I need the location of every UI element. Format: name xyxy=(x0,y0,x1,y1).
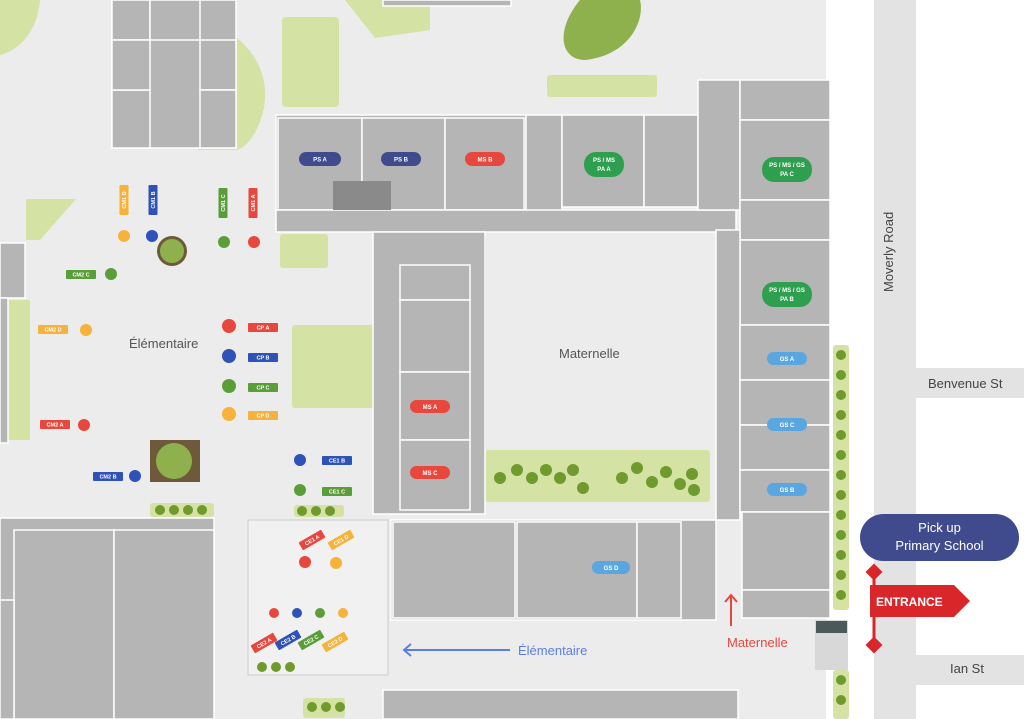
koala-icon xyxy=(292,608,302,618)
koala-icon xyxy=(315,608,325,618)
kangaroo-icon xyxy=(222,407,236,421)
tag-cm1-a: CM1 A xyxy=(251,195,257,212)
tag-cm1-d: CM1 D xyxy=(122,191,128,208)
bird-icon xyxy=(105,268,117,280)
tag-ce1-c: CE1 C xyxy=(329,490,345,496)
room-ms-a: MS A xyxy=(423,405,438,411)
benvenue-st-label: Benvenue St xyxy=(928,376,1003,391)
tag-cm1-b: CM1 B xyxy=(151,191,157,208)
koala-icon xyxy=(269,608,279,618)
animal-icons xyxy=(78,230,348,618)
bird-icon xyxy=(118,230,130,242)
maternelle-courtyard xyxy=(485,237,715,450)
ian-street xyxy=(916,655,1024,685)
maternelle-arrow xyxy=(724,593,738,626)
pickup-primary-school-badge: Pick up Primary School xyxy=(860,514,1019,561)
pickup-line2: Primary School xyxy=(895,538,984,553)
room-pa-c: PA C xyxy=(780,172,794,178)
tag-cp-c: CP C xyxy=(256,386,269,392)
room-pa-b: PA B xyxy=(780,297,794,303)
zone-maternelle: Maternelle xyxy=(559,346,620,361)
bird-icon xyxy=(146,230,158,242)
elementaire-arrow xyxy=(402,643,510,657)
maternelle-arrow-label: Maternelle xyxy=(727,635,788,650)
tag-cm2-a: CM2 A xyxy=(47,423,64,429)
playground xyxy=(247,519,389,676)
room-gs-b: GS B xyxy=(780,488,795,494)
tag-cm2-d: CM2 D xyxy=(44,328,61,334)
kangaroo-icon xyxy=(222,319,236,333)
tag-cp-d: CP D xyxy=(256,414,269,420)
zone-elementaire: Élémentaire xyxy=(129,336,198,351)
ian-st-label: Ian St xyxy=(950,661,984,676)
koala-icon xyxy=(294,484,306,496)
koala-icon xyxy=(338,608,348,618)
entrance-marker xyxy=(865,563,970,654)
tag-cm2-c: CM2 C xyxy=(72,273,89,279)
elementaire-arrow-label: Élémentaire xyxy=(518,643,587,658)
bird-icon xyxy=(80,324,92,336)
kangaroo-icon xyxy=(222,349,236,363)
koala-icon xyxy=(294,454,306,466)
pickup-line1: Pick up xyxy=(918,520,961,535)
room-gs-a: GS A xyxy=(780,357,795,363)
benvenue-street xyxy=(916,368,1024,398)
bushes xyxy=(155,350,846,712)
koala-icon xyxy=(330,557,342,569)
bird-icon xyxy=(218,236,230,248)
room-pa-a: PA A xyxy=(597,167,611,173)
room-ps-a: PS A xyxy=(313,158,327,164)
tag-cm1-c: CM1 C xyxy=(221,194,227,211)
bird-icon xyxy=(248,236,260,248)
tag-ce1-b: CE1 B xyxy=(329,459,345,465)
room-ps-ms-gs-b-label: PS / MS / GS xyxy=(769,288,805,294)
bird-icon xyxy=(129,470,141,482)
room-ms-b: MS B xyxy=(478,158,494,164)
room-gs-c: GS C xyxy=(780,423,795,429)
koala-icon xyxy=(299,556,311,568)
moverly-road-label: Moverly Road xyxy=(881,212,896,292)
room-ps-b: PS B xyxy=(394,158,409,164)
tag-cp-a: CP A xyxy=(257,326,270,332)
planters xyxy=(150,236,200,482)
room-ms-c: MS C xyxy=(423,471,439,477)
bird-icon xyxy=(78,419,90,431)
room-pills: PS A PS B MS B PS / MS PA A PS / MS / GS… xyxy=(299,152,812,574)
room-gs-d: GS D xyxy=(604,566,619,572)
gate-roof xyxy=(816,621,847,633)
room-ps-ms-label: PS / MS xyxy=(593,158,615,164)
tree-canopy xyxy=(563,0,641,60)
stairs xyxy=(333,181,391,210)
tag-cp-b: CP B xyxy=(256,356,269,362)
kangaroo-icon xyxy=(222,379,236,393)
room-ps-ms-gs-c-label: PS / MS / GS xyxy=(769,163,805,169)
entrance-label: ENTRANCE xyxy=(876,595,943,609)
tag-cm2-b: CM2 B xyxy=(99,475,116,481)
